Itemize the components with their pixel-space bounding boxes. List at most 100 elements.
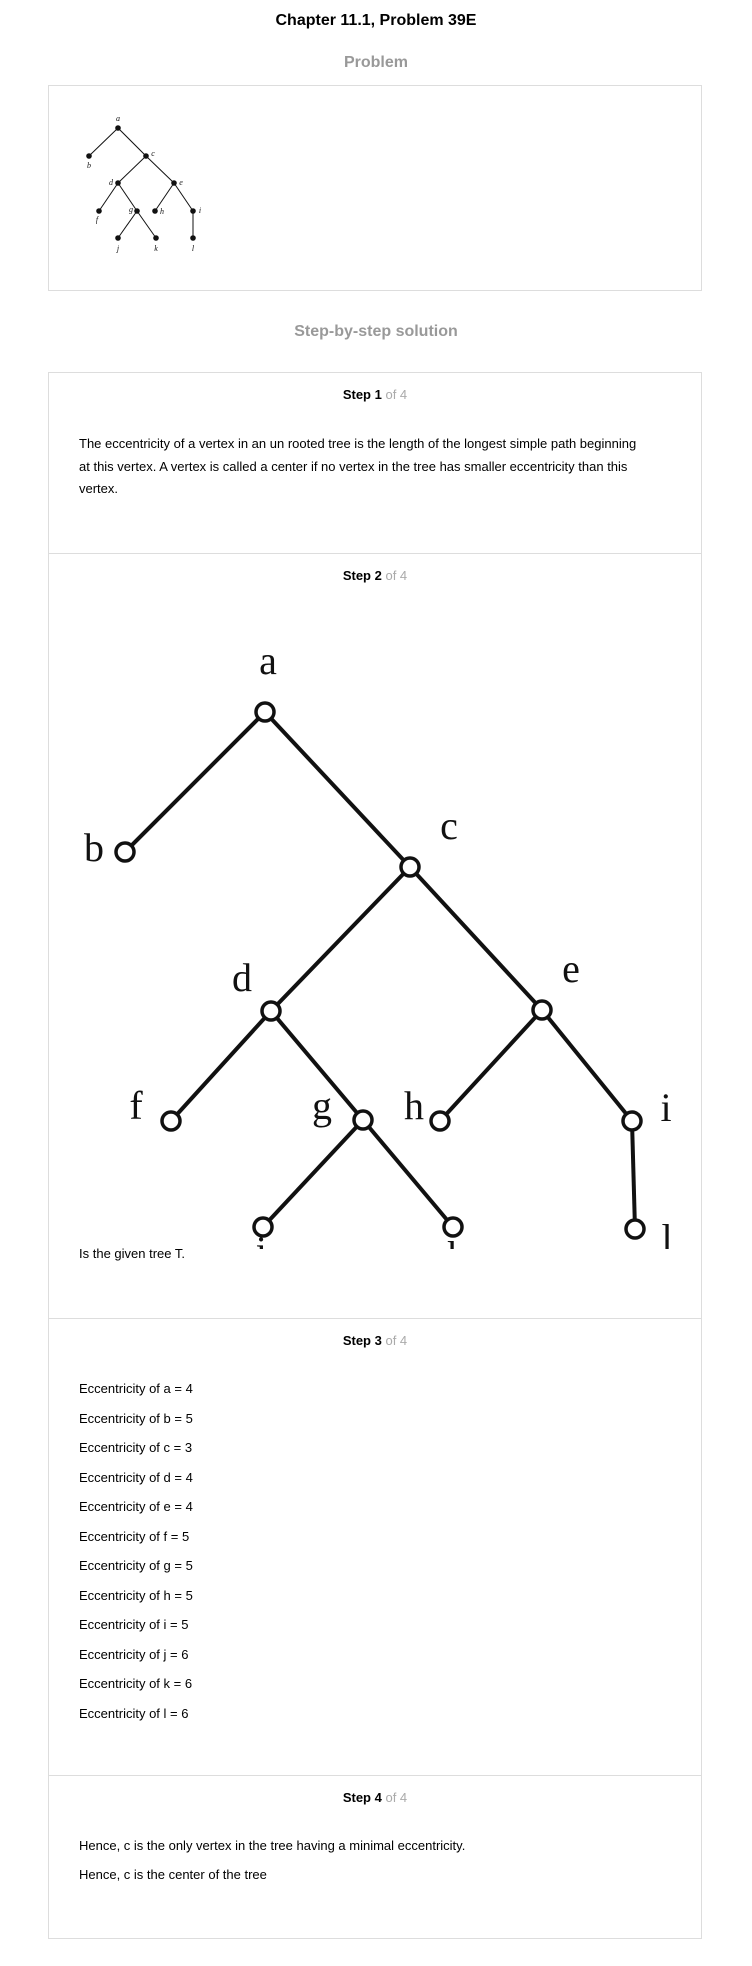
eccentricity-line: Eccentricity of f = 5 bbox=[79, 1528, 190, 1544]
solution-heading: Step-by-step solution bbox=[294, 323, 458, 340]
tree-edge-c-e bbox=[145, 155, 175, 184]
tree-label-f: f bbox=[129, 1083, 143, 1128]
problem-heading: Problem bbox=[343, 54, 408, 71]
tree-vertex-f bbox=[96, 208, 102, 214]
tree-edge-e-i bbox=[173, 182, 194, 212]
tree-vertex-h bbox=[152, 208, 158, 214]
tree-label-e: e bbox=[562, 946, 580, 991]
tree-label-k: k bbox=[447, 1233, 467, 1249]
tree-edge-e-h bbox=[154, 182, 175, 212]
tree-vertex-a bbox=[254, 701, 276, 723]
tree-label-a: a bbox=[259, 638, 277, 683]
tree-vertex-b bbox=[86, 153, 92, 159]
tree-label-k: k bbox=[154, 244, 158, 253]
tree-edge-a-b bbox=[123, 710, 267, 854]
tree-edge-g-j bbox=[117, 210, 138, 239]
eccentricity-line: Eccentricity of g = 5 bbox=[79, 1558, 193, 1573]
tree-label-a: a bbox=[116, 114, 120, 123]
step-1-header: Step 1 of 4 bbox=[49, 387, 701, 402]
tree-vertex-g bbox=[352, 1109, 374, 1131]
step-3: Step 3 of 4 Eccentricity of a = 4 Eccent… bbox=[49, 1318, 701, 1775]
tree-edge-c-e bbox=[408, 865, 544, 1012]
step-3-header: Step 3 of 4 bbox=[49, 1333, 701, 1348]
tree-vertex-l bbox=[190, 235, 196, 241]
step-1-text: The eccentricity of a vertex in an un ro… bbox=[79, 436, 637, 496]
tree-vertex-c bbox=[143, 153, 149, 159]
eccentricity-line: Eccentricity of l = 6 bbox=[79, 1705, 189, 1721]
tree-label-b: b bbox=[87, 161, 91, 170]
eccentricity-line: Eccentricity of d = 4 bbox=[79, 1469, 193, 1485]
tree-edge-a-b bbox=[88, 127, 119, 157]
solution-steps: Step 1 of 4 The eccentricity of a vertex… bbox=[48, 372, 702, 1939]
step-2-header: Step 2 of 4 bbox=[49, 568, 701, 583]
tree-vertex-b bbox=[114, 841, 136, 863]
tree-label-f: f bbox=[96, 215, 100, 224]
step-2-label: Step 2 bbox=[342, 568, 382, 583]
tree-label-i: i bbox=[199, 206, 201, 215]
tree-edge-a-c bbox=[117, 127, 147, 157]
tree-vertex-e bbox=[531, 999, 553, 1021]
step-3-of: of 4 bbox=[385, 1333, 408, 1348]
tree-label-g: g bbox=[312, 1083, 332, 1128]
conclusion-line: Hence, c is the only vertex in the tree … bbox=[79, 1838, 466, 1853]
step-2-of: of 4 bbox=[385, 568, 408, 583]
tree-vertex-i bbox=[621, 1110, 643, 1132]
page-title: Chapter 11.1, Problem 39E bbox=[275, 12, 477, 29]
tree-vertex-f bbox=[160, 1110, 182, 1132]
tree-label-b: b bbox=[84, 825, 104, 870]
step-1: Step 1 of 4 The eccentricity of a vertex… bbox=[49, 373, 701, 553]
tree-vertex-g bbox=[134, 208, 140, 214]
tree-vertex-e bbox=[171, 180, 177, 186]
tree-label-h: h bbox=[404, 1083, 424, 1128]
tree-edge-a-c bbox=[263, 710, 412, 869]
tree-label-j: j bbox=[116, 244, 120, 253]
tree-edge-d-g bbox=[269, 1009, 365, 1122]
step-4-header: Step 4 of 4 bbox=[49, 1790, 701, 1805]
tree-vertex-k bbox=[442, 1216, 464, 1238]
tree-edge-c-d bbox=[269, 865, 412, 1013]
eccentricity-line: Eccentricity of a = 4 bbox=[79, 1381, 193, 1396]
step-1-label: Step 1 bbox=[342, 387, 382, 402]
tree-edge-g-k bbox=[136, 210, 157, 239]
tree-edge-i-l bbox=[630, 1120, 637, 1230]
tree-label-c: c bbox=[151, 149, 155, 158]
eccentricity-line: Eccentricity of b = 5 bbox=[79, 1410, 193, 1426]
tree-vertex-l bbox=[624, 1218, 646, 1240]
tree-label-e: e bbox=[179, 178, 183, 187]
tree-vertex-k bbox=[153, 235, 159, 241]
step-4-of: of 4 bbox=[385, 1790, 408, 1805]
tree-label-g: g bbox=[129, 205, 133, 214]
tree-edge-e-i bbox=[540, 1008, 634, 1123]
tree-edge-g-k bbox=[361, 1118, 455, 1229]
tree-label-d: d bbox=[232, 955, 252, 1000]
tree-label-h: h bbox=[160, 207, 164, 216]
tree-label-d: d bbox=[109, 178, 114, 187]
step-3-label: Step 3 bbox=[342, 1333, 382, 1348]
tree-vertex-d bbox=[115, 180, 121, 186]
tree-vertex-i bbox=[190, 208, 196, 214]
tree-edge-d-f bbox=[169, 1009, 273, 1123]
tree-vertex-a bbox=[115, 125, 121, 131]
eccentricity-line: Eccentricity of k = 6 bbox=[79, 1676, 193, 1691]
tree-label-j: j bbox=[253, 1228, 266, 1249]
tree-edge-d-g bbox=[117, 182, 138, 212]
tree-edge-g-j bbox=[261, 1118, 365, 1229]
eccentricity-line: Eccentricity of h = 5 bbox=[79, 1587, 193, 1603]
eccentricity-line: Eccentricity of c = 3 bbox=[79, 1440, 193, 1455]
conclusion-line: Hence, c is the center of the tree bbox=[79, 1867, 267, 1882]
step-4-label: Step 4 bbox=[342, 1790, 382, 1805]
step-1-of: of 4 bbox=[385, 387, 408, 402]
eccentricity-line: Eccentricity of j = 6 bbox=[79, 1646, 189, 1662]
tree-edge-c-d bbox=[117, 155, 147, 184]
tree-vertex-j bbox=[115, 235, 121, 241]
eccentricity-line: Eccentricity of e = 4 bbox=[79, 1499, 193, 1514]
tree-label-l: l bbox=[661, 1216, 672, 1249]
tree-label-c: c bbox=[440, 803, 458, 848]
tree-vertex-d bbox=[260, 1000, 282, 1022]
tree-vertex-h bbox=[429, 1110, 451, 1132]
